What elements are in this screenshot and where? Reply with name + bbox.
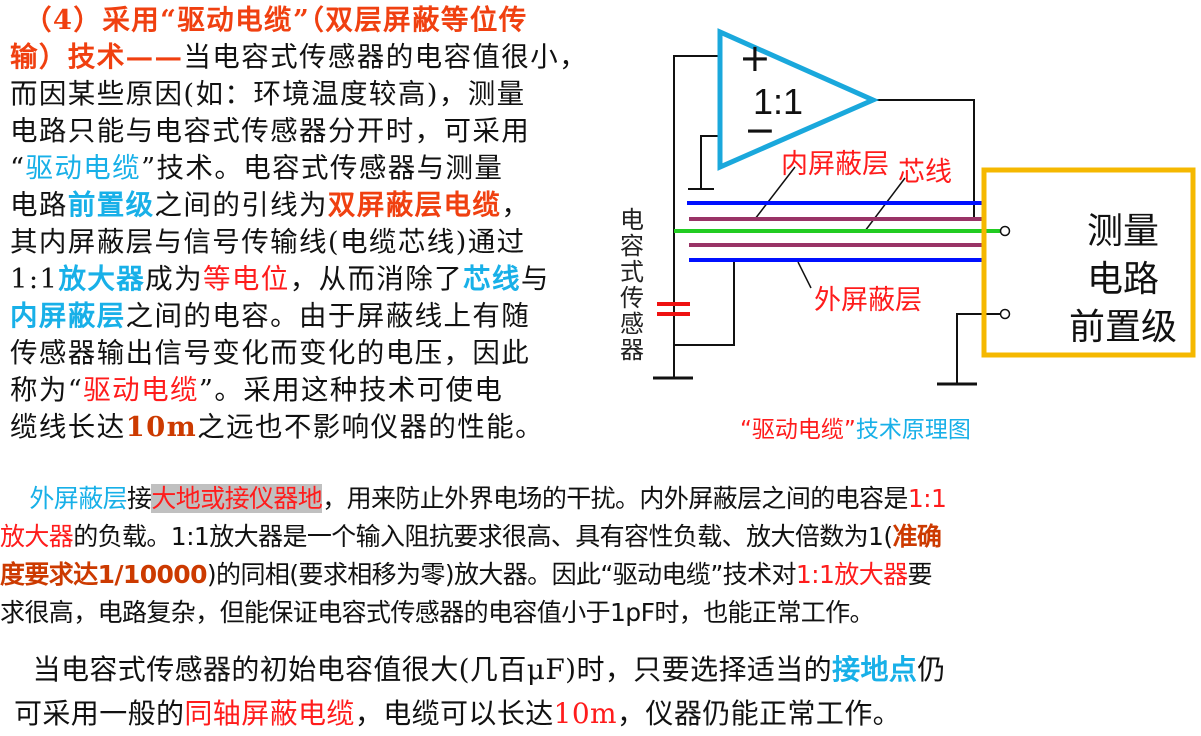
return-wire [956,313,1001,384]
highlighted-text: 内屏蔽层 [10,300,126,332]
left-text-block: （4）采用“驱动电缆”（双层屏蔽等位传输）技术——当电容式传感器的电容值很小，而… [10,2,588,446]
measuring-circuit-box [981,167,1196,358]
text-line: 1:1放大器成为等电位，从而消除了芯线与 [10,261,588,298]
text-segment: 当电容式传感器的初始电容值很大(几百μF)时，只要选择适当的 [14,653,833,686]
text-line: 输）技术——当电容式传感器的电容值很小， [10,39,588,76]
text-segment: 的负载。1:1放大器是一个输入阻抗要求很高、具有容性负载、放大倍数为1( [73,522,893,551]
text-segment: 之间的电容。由于屏蔽线上有随 [125,300,531,332]
amp-minus-sign: − [744,108,776,152]
text-segment: ”技术。电容式传感器与测量 [141,152,504,184]
box-label-line2: 电路 [1087,259,1160,300]
diagram-caption: “驱动电缆”技术原理图 [740,410,971,444]
box-label-line1: 测量 [1087,211,1160,252]
highlighted-text: 同轴屏蔽电缆 [184,697,355,730]
text-line: 而因某些原因(如：环境温度较高)，测量 [10,76,588,113]
minus-input-wire [700,135,720,188]
outer-shield-wire [674,260,735,346]
highlighted-text: 驱动电缆 [25,152,142,184]
text-segment: 而因某些原因(如：环境温度较高)，测量 [10,78,526,110]
highlighted-text: 放大器 [0,522,74,551]
text-segment: 称为“ [10,374,84,406]
text-segment: 当电容式传感器的电容值很小， [183,41,589,73]
text-segment: 可采用一般的 [14,697,185,730]
amplifier-triangle [717,28,880,171]
highlighted-text: 前置级 [67,189,155,221]
text-segment: 接 [127,484,152,513]
text-line: 内屏蔽层之间的电容。由于屏蔽线上有随 [10,298,588,335]
caption-part2: 技术原理图 [855,417,971,443]
text-line: 缆线长达10m之远也不影响仪器的性能。 [10,409,588,446]
inner-shield-label: 内屏蔽层 [781,149,889,180]
core-label: 芯线 [898,157,952,188]
text-line: 电路只能与电容式传感器分开时，可采用 [10,113,588,150]
text-line: 放大器的负载。1:1放大器是一个输入阻抗要求很高、具有容性负载、放大倍数为1(准… [0,518,946,556]
text-segment: 与 [520,263,550,295]
text-segment: )的同相(要求相移为零)放大器。因此“驱动电缆”技术对 [206,560,797,589]
highlighted-text: 度要求达1/10000 [0,560,208,589]
text-line: “驱动电缆”技术。电容式传感器与测量 [10,150,588,187]
highlighted-text: 双屏蔽层电缆 [327,189,502,221]
highlighted-text: （4）采用“驱动电缆”（双层屏蔽等位传 [24,4,528,36]
text-segment: 传感器输出信号变化而变化的电压，因此 [10,337,531,369]
sensor-label: 电容式传感器 [620,206,644,364]
inner-shield-leader [754,166,796,220]
highlighted-text: 10m [125,411,198,443]
text-line: 求很高，电路复杂，但能保证电容式传感器的电容值小于1pF时，也能正常工作。 [0,594,946,632]
text-line: 其内屏蔽层与信号传输线(电缆芯线)通过 [10,224,588,261]
text-segment: 电路 [10,189,68,221]
amp-output-wire [873,99,975,219]
ground-terminal [999,308,1011,320]
outer-shield-label: 外屏蔽层 [814,285,922,316]
text-line: 称为“驱动电缆”。采用这种技术可使电 [10,372,588,409]
text-line: 可采用一般的同轴屏蔽电缆，电缆可以长达10m，仪器仍能正常工作。 [14,692,946,736]
caption-part1: “驱动电缆” [740,417,856,443]
highlighted-text: 输）技术—— [10,41,184,73]
text-segment: ，从而消除了 [289,263,464,295]
text-line: 外屏蔽层接大地或接仪器地，用来防止外界电场的干扰。内外屏蔽层之间的电容是1:1 [0,480,947,518]
text-segment: ，电缆可以长达 [354,697,554,730]
text-segment: 之间的引线为 [154,189,328,221]
text-segment: 成为 [145,263,203,295]
box-label-line3: 前置级 [1069,307,1178,348]
large-capacitance-paragraph: 当电容式传感器的初始电容值很大(几百μF)时，只要选择适当的接地点仍可采用一般的… [14,648,946,736]
highlighted-text: 外屏蔽层 [29,484,127,513]
text-segment: 仍 [917,653,946,686]
amp-gain-label: 1:1 [753,81,804,122]
highlighted-text: 放大器 [58,263,146,295]
text-line: （4）采用“驱动电缆”（双层屏蔽等位传 [10,2,588,39]
highlighted-text: 接地点 [832,653,918,686]
text-segment: ”。采用这种技术可使电 [198,374,504,406]
text-segment: 电路只能与电容式传感器分开时，可采用 [10,115,531,147]
text-segment: 1:1 [10,263,59,295]
text-line: 电路前置级之间的引线为双屏蔽层电缆， [10,187,588,224]
text-segment: ，用来防止外界电场的干扰。内外屏蔽层之间的电容是 [322,484,908,513]
text-segment: 之远也不影响仪器的性能。 [197,411,544,443]
outer-shield-leader [797,261,812,289]
highlighted-text: 等电位 [202,263,290,295]
highlighted-text: 10m [553,697,618,730]
text-segment: 要 [907,560,933,589]
text-segment: 求很高，电路复杂，但能保证电容式传感器的电容值小于1pF时，也能正常工作。 [0,598,875,627]
highlighted-text: 1:1 [907,484,947,513]
amp-plus-sign: + [739,36,771,80]
highlighted-text: 驱动电缆 [83,374,199,406]
core-terminal [999,225,1011,237]
text-segment: 其内屏蔽层与信号传输线(电缆芯线)通过 [10,226,526,258]
text-line: 当电容式传感器的初始电容值很大(几百μF)时，只要选择适当的接地点仍 [14,648,946,692]
text-segment: 缆线长达 [10,411,126,443]
text-line: 度要求达1/10000)的同相(要求相移为零)放大器。因此“驱动电缆”技术对1:… [0,556,946,594]
text-line: 传感器输出信号变化而变化的电压，因此 [10,335,588,372]
highlighted-text: 芯线 [463,263,521,295]
text-segment: ， [501,189,531,221]
highlighted-text: 1:1放大器 [795,560,908,589]
highlighted-text: 大地或接仪器地 [151,484,323,513]
highlighted-text: 准确 [892,522,942,551]
text-segment: “ [10,152,26,184]
text-segment: ，仪器仍能正常工作。 [617,697,902,730]
plus-input-wire [673,55,720,378]
